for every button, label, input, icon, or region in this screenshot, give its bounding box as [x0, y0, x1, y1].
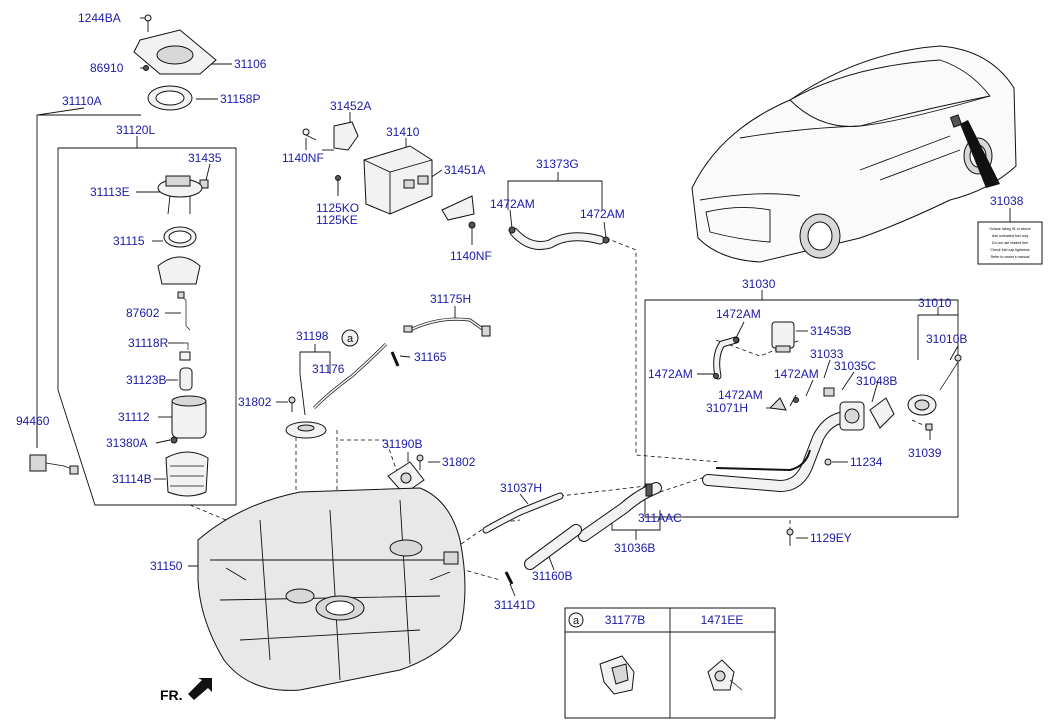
part-label: 311AAC — [638, 511, 682, 525]
part-label: 31198 — [296, 329, 329, 343]
part-label: 31435 — [188, 151, 222, 165]
part-label: 86910 — [90, 61, 124, 75]
legend-callout: a — [573, 615, 580, 627]
part-label: 31071H — [706, 401, 748, 415]
part-label: 1125KE — [316, 213, 358, 227]
label-plate-line-3: Do not use leaded fuel — [992, 241, 1028, 245]
part-label: 31452A — [330, 99, 371, 113]
part-labels: 1244BA 86910 31106 31158P 31110A 31120L … — [16, 11, 1024, 612]
part-label: 31110A — [62, 94, 102, 108]
legend-callout-circle — [568, 612, 584, 628]
part-label: 31175H — [430, 292, 471, 306]
part-label: 31010B — [926, 332, 967, 346]
legend-header-2: 1471EE — [701, 613, 744, 627]
vent-hoses: a — [285, 317, 491, 495]
label-plate-line-4: Check fuel cap tightness — [990, 248, 1029, 252]
callout-circle — [341, 329, 359, 347]
part-label: 31802 — [442, 455, 476, 469]
part-label: 31115 — [113, 234, 145, 248]
part-label: 31380A — [106, 436, 147, 450]
label-plate-line-1: Octane rating 91 or above — [989, 227, 1031, 231]
part-label: 31118R — [128, 336, 169, 350]
part-label: 31123B — [126, 373, 166, 387]
canister-parts — [302, 121, 610, 250]
part-label: 31035C — [834, 359, 876, 373]
part-label: 11234 — [850, 455, 883, 469]
part-label: 94460 — [16, 414, 50, 428]
part-label: 31036B — [614, 541, 655, 555]
part-label: 31451A — [444, 163, 485, 177]
front-arrow-icon — [188, 678, 212, 700]
fuel-tank — [197, 487, 466, 691]
part-label: 1140NF — [282, 151, 324, 165]
part-label: 1472AM — [648, 367, 693, 381]
part-label: 1472AM — [580, 207, 625, 221]
part-label: 31158P — [220, 92, 260, 106]
part-label: 31410 — [386, 125, 420, 139]
part-label: 31010 — [918, 296, 952, 310]
label-plate-line-2: Use unleaded fuel only — [992, 234, 1029, 238]
part-label: 31114B — [112, 472, 152, 486]
part-label: 31038 — [990, 194, 1024, 208]
part-label: 31453B — [810, 324, 851, 338]
filler-neck-assembly — [702, 321, 962, 546]
front-direction-marker: FR. — [160, 678, 212, 703]
part-label: 31048B — [856, 374, 897, 388]
part-label: 31120L — [116, 123, 155, 137]
part-label: 31150 — [150, 559, 183, 573]
part-label: 1472AM — [718, 388, 763, 402]
part-label: 1472AM — [716, 307, 761, 321]
part-label: 31160B — [532, 569, 572, 583]
front-marker-label: FR. — [160, 687, 183, 703]
part-label: 31802 — [238, 395, 272, 409]
part-label: 31190B — [382, 437, 422, 451]
part-label: 31037H — [500, 481, 542, 495]
part-label: 31039 — [908, 446, 942, 460]
vehicle-illustration — [691, 45, 1017, 263]
label-plate-line-5: Refer to owner's manual — [991, 255, 1030, 259]
part-label: 1244BA — [78, 11, 121, 25]
part-label: 31112 — [118, 410, 150, 424]
part-label: 87602 — [126, 306, 160, 320]
part-label: 31165 — [414, 350, 447, 364]
part-label: 1125KO — [316, 201, 359, 215]
part-label: 1140NF — [450, 249, 492, 263]
filler-hoses — [482, 482, 662, 585]
part-label: 31030 — [742, 277, 776, 291]
part-label: 31106 — [234, 57, 267, 71]
legend-table: a 31177B 1471EE — [564, 607, 776, 719]
part-label: 1472AM — [774, 367, 819, 381]
part-label: 31373G — [536, 157, 579, 171]
part-label: 1129EY — [810, 531, 852, 545]
callout-marker: a — [347, 333, 354, 345]
fuel-label-plate: Octane rating 91 or above Use unleaded f… — [977, 221, 1043, 265]
part-label: 31176 — [312, 362, 345, 376]
fuel-pump-module-parts — [29, 14, 217, 497]
part-label: 31113E — [90, 185, 130, 199]
part-label: 1472AM — [490, 197, 535, 211]
legend-header-1: 31177B — [605, 613, 645, 627]
part-label: 31033 — [810, 347, 844, 361]
part-label: 31141D — [494, 598, 535, 612]
